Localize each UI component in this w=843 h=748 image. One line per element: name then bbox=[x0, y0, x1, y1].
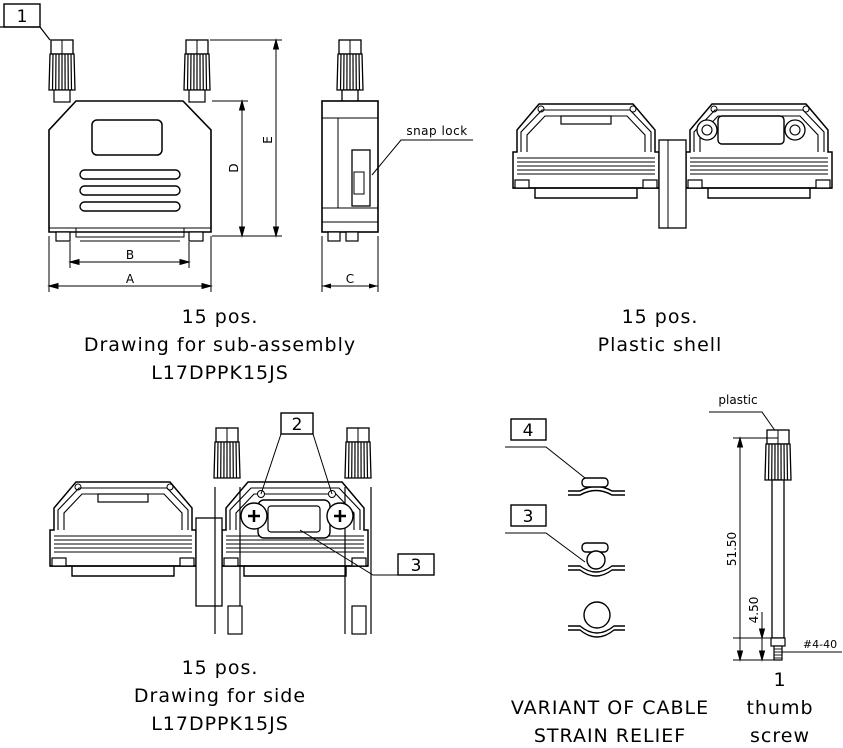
dimension-c-label: C bbox=[346, 272, 354, 286]
dimension-b-label: B bbox=[126, 248, 134, 262]
dimension-d-label: D bbox=[227, 163, 241, 172]
thread-size-label: #4-40 bbox=[803, 638, 837, 651]
caption-side: 15 pos. Drawing for side L17DPPK15JS bbox=[80, 654, 360, 738]
snap-lock-note: snap lock bbox=[406, 124, 467, 138]
plastic-shell-view bbox=[512, 103, 833, 229]
callout-4-label: 4 bbox=[523, 421, 534, 441]
caption-side-line3: L17DPPK15JS bbox=[151, 713, 289, 735]
sub-assembly-front-view bbox=[48, 39, 212, 242]
callout-2-label: 2 bbox=[292, 415, 303, 435]
thumb-screw-view bbox=[709, 411, 842, 662]
caption-thumb-line3: screw bbox=[750, 725, 810, 747]
caption-variant-line1: VARIANT OF CABLE bbox=[510, 697, 710, 719]
dimension-51-50-label: 51.50 bbox=[725, 532, 739, 566]
caption-thumb-line2: thumb bbox=[746, 697, 814, 719]
caption-side-line2: Drawing for side bbox=[133, 685, 307, 707]
callout-3-label: 3 bbox=[411, 556, 422, 576]
caption-plastic-shell: 15 pos. Plastic shell bbox=[540, 303, 780, 359]
plastic-note: plastic bbox=[718, 393, 757, 407]
caption-sub-assembly-line2: Drawing for sub-assembly bbox=[83, 334, 357, 356]
caption-side-line1: 15 pos. bbox=[181, 657, 259, 679]
caption-sub-assembly: 15 pos. Drawing for sub-assembly L17DPPK… bbox=[40, 303, 400, 387]
caption-thumb-line1: 1 bbox=[773, 669, 787, 691]
strain-relief-variants bbox=[505, 418, 625, 638]
callout-1-label: 1 bbox=[17, 7, 28, 27]
side-view bbox=[321, 39, 473, 292]
caption-variant: VARIANT OF CABLE STRAIN RELIEF bbox=[490, 694, 730, 748]
caption-thumb-screw: 1 thumb screw bbox=[730, 666, 830, 748]
dimension-lines bbox=[47, 38, 282, 292]
dimension-4-50-label: 4.50 bbox=[747, 597, 761, 624]
caption-plastic-shell-line1: 15 pos. bbox=[621, 306, 699, 328]
caption-sub-assembly-line1: 15 pos. bbox=[181, 306, 259, 328]
caption-variant-line2: STRAIN RELIEF bbox=[533, 725, 687, 747]
caption-sub-assembly-line3: L17DPPK15JS bbox=[151, 362, 289, 384]
dimension-a-label: A bbox=[126, 272, 135, 286]
dimension-e-label: E bbox=[261, 136, 275, 144]
caption-plastic-shell-line2: Plastic shell bbox=[597, 334, 723, 356]
callout-3-variant-label: 3 bbox=[523, 507, 534, 527]
side-assembly-view bbox=[49, 427, 372, 635]
